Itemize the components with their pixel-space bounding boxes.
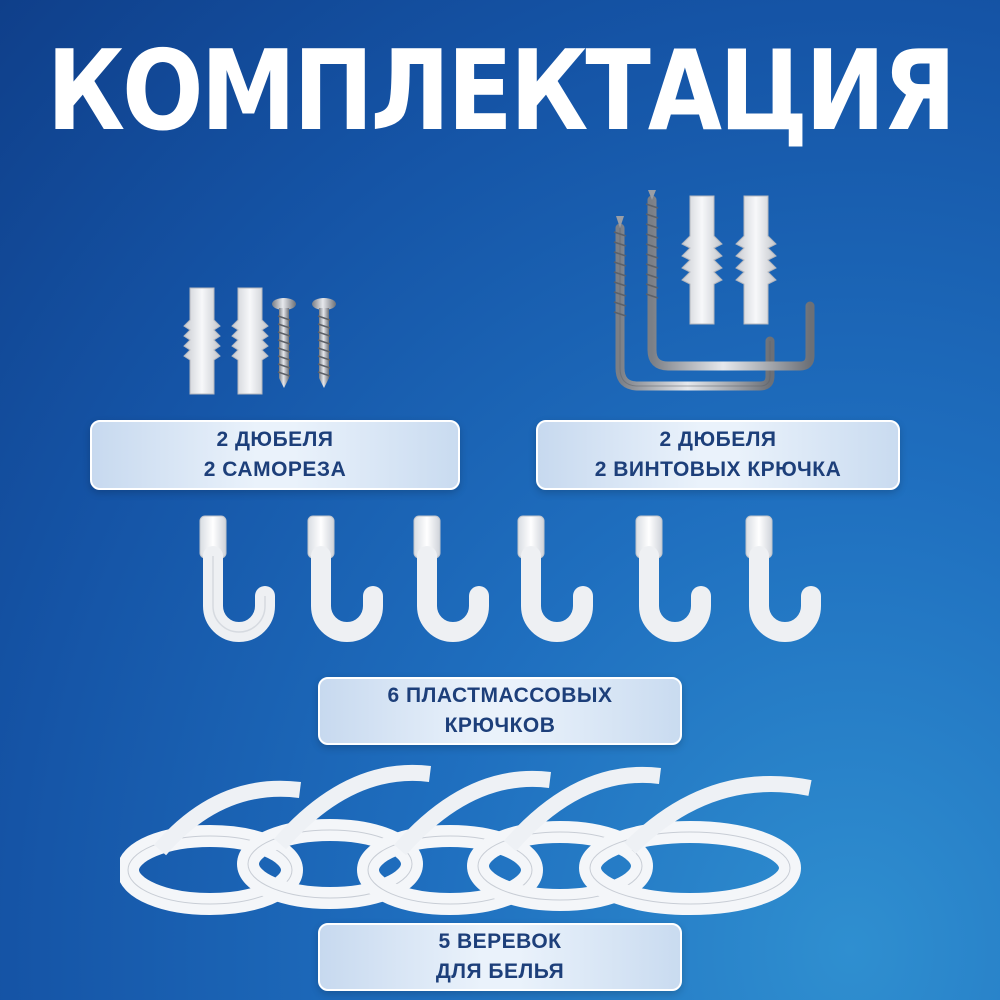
dowel-icon [183,287,221,395]
page-title: КОМПЛЕКТАЦИЯ [46,26,957,156]
kit-1-illustration [183,287,336,395]
dowel-icon [735,195,777,325]
dowel-icon [231,287,269,395]
rope-coil-icon [237,764,431,909]
rope-coil-icon [120,780,303,915]
screw-hook-icon [613,216,775,391]
kit-2-illustration [613,190,815,391]
kit-4-line-2: ДЛЯ БЕЛЬЯ [435,960,565,983]
kit-3-line-2: КРЮЧКОВ [444,714,556,737]
rope-coil-icon [579,776,812,915]
screw-hook-icon [645,190,815,371]
kit-1-line-2: 2 САМОРЕЗА [203,458,347,481]
plastic-hook-icon [517,515,593,642]
plastic-hook-icon [745,515,821,642]
plastic-hook-icon [413,515,489,642]
kit-3-label: 6 ПЛАСТМАССОВЫХ КРЮЧКОВ [318,677,682,745]
kit-1-label: 2 ДЮБЕЛЯ 2 САМОРЕЗА [90,420,460,490]
kit-4-illustration [120,764,812,915]
plastic-hook-icon [635,515,711,642]
kit-3-line-1: 6 ПЛАСТМАССОВЫХ [387,683,613,707]
kit-2-line-2: 2 ВИНТОВЫХ КРЮЧКА [594,458,842,481]
plastic-hook-icon [199,515,275,642]
kit-4-label: 5 ВЕРЕВОК ДЛЯ БЕЛЬЯ [318,923,682,991]
kit-3-illustration [199,515,821,642]
rope-coil-icon [357,770,551,915]
dowel-icon [681,195,723,325]
screw-icon [312,298,336,388]
kit-2-label: 2 ДЮБЕЛЯ 2 ВИНТОВЫХ КРЮЧКА [536,420,900,490]
kit-4-line-1: 5 ВЕРЕВОК [438,929,562,953]
screw-icon [272,298,296,388]
kit-2-line-1: 2 ДЮБЕЛЯ [659,427,777,451]
rope-coil-icon [467,766,661,911]
kit-1-line-1: 2 ДЮБЕЛЯ [216,427,334,451]
plastic-hook-icon [307,515,383,642]
